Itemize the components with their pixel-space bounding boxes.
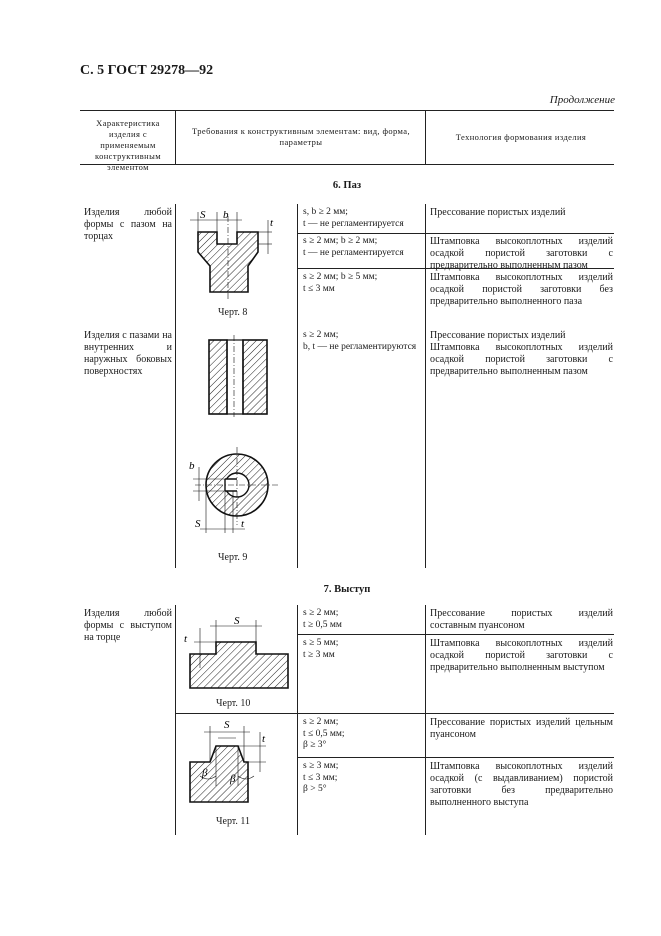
fig10-label-t: t	[184, 633, 188, 645]
req-6-1-2: s ≥ 2 мм; b ≥ 2 мм; t — не регламентируе…	[303, 236, 404, 258]
figure-9-caption: Черт. 9	[218, 552, 248, 563]
product-groove-face: Изделия любой формы с пазом на торцах	[84, 207, 172, 242]
fig8-label-s: S	[200, 209, 206, 221]
s6-divider-1	[175, 204, 176, 568]
fig11-label-beta-left: β	[201, 767, 208, 779]
tech-6-1-2: Штамповка высокоплотных изделий осадкой …	[430, 236, 613, 271]
header-divider-2	[425, 111, 426, 164]
continuation-label: Продолжение	[549, 94, 615, 106]
figure-11-drawing: S t β β	[189, 719, 266, 803]
tech-7-2-2: Штамповка высокоплотных изделий осадкой …	[430, 761, 613, 808]
req-6-1-3: s ≥ 2 мм; b ≥ 5 мм; t ≤ 3 мм	[303, 272, 378, 294]
fig11-label-t: t	[262, 733, 266, 745]
req-7-2-1: s ≥ 2 мм; t ≤ 0,5 мм; β ≥ 3°	[303, 717, 345, 750]
header-divider-1	[175, 111, 176, 164]
tech-7-1-2: Штамповка высокоплотных изделий осадкой …	[430, 638, 613, 673]
figure-8-caption: Черт. 8	[218, 307, 248, 318]
section-title-groove: 6. Паз	[332, 180, 362, 191]
product-groove-side: Изделия с пазами на внутренних и наружны…	[84, 330, 172, 377]
s7-divider-2	[297, 605, 298, 835]
tech-6-2-1: Прессование пористых изделий	[430, 330, 566, 341]
figure-8-drawing: S b t	[190, 209, 274, 299]
s6-divider-2	[297, 204, 298, 568]
fig9-label-b: b	[189, 460, 195, 472]
fig10-label-s: S	[234, 615, 240, 627]
req-7-1-2: s ≥ 5 мм; t ≥ 3 мм	[303, 638, 339, 660]
tech-6-2-2: Штамповка высокоплотных изделий осадкой …	[430, 342, 613, 377]
fig11-label-beta-right: β	[229, 773, 236, 785]
fig9-label-s: S	[195, 518, 201, 530]
figure-11-caption: Черт. 11	[216, 816, 251, 827]
tech-6-1-1: Прессование пористых изделий	[430, 207, 566, 218]
s7-divider-3	[425, 605, 426, 835]
req-6-1-1: s, b ≥ 2 мм; t — не регламентируется	[303, 207, 404, 229]
figure-10-caption: Черт. 10	[216, 698, 251, 709]
header-technology: Технология формования изделия	[455, 132, 587, 142]
header-requirements: Требования к конструктивным элементам: в…	[192, 126, 410, 147]
req-7-2-2: s ≥ 3 мм; t ≤ 3 мм; β > 5°	[303, 761, 339, 794]
req-7-1-1: s ≥ 2 мм; t ≥ 0,5 мм	[303, 608, 342, 630]
s6-row-rule-1	[297, 233, 614, 234]
table-top-rule	[80, 110, 614, 111]
fig8-label-t: t	[270, 217, 274, 229]
product-protrusion: Изделия любой формы с выступом на торце	[84, 608, 172, 643]
fig8-label-b: b	[223, 209, 229, 221]
tech-7-1-1: Прессование пористых изделий составным п…	[430, 608, 613, 631]
fig11-label-s: S	[224, 719, 230, 731]
tech-6-1-3: Штамповка высокоплотных изделий осадкой …	[430, 272, 613, 307]
section-title-protrusion: 7. Выступ	[323, 584, 371, 595]
s7-group-rule	[176, 713, 614, 714]
table-header-rule	[80, 164, 614, 165]
fig9-label-t: t	[241, 518, 245, 530]
s7-divider-1	[175, 605, 176, 835]
s6-divider-3	[425, 204, 426, 568]
s7-row-rule-1	[297, 634, 614, 635]
s6-row-rule-2	[297, 268, 614, 269]
figure-9-section-drawing	[208, 335, 268, 417]
tech-7-2-1: Прессование пористых изделий цельным пуа…	[430, 717, 613, 740]
page-header: С. 5 ГОСТ 29278—92	[80, 63, 214, 78]
figure-9-ring-drawing: b S t	[189, 447, 280, 533]
req-6-2-1: s ≥ 2 мм; b, t — не регламентируются	[303, 330, 417, 352]
header-product: Характеристика изделия с применяемым кон…	[94, 118, 161, 172]
figure-10-drawing: S t	[184, 615, 289, 689]
s7-row-rule-2	[297, 757, 614, 758]
